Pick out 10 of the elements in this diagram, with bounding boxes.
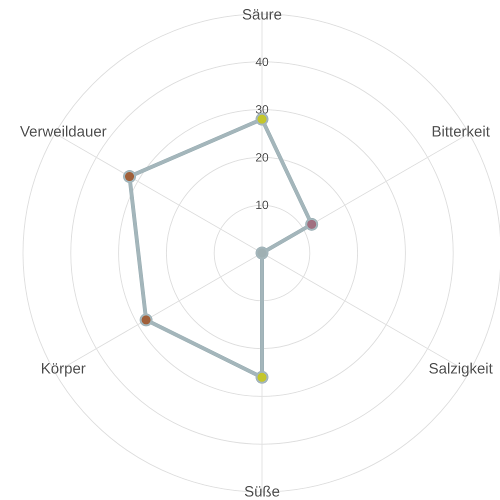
- tick-label: 40: [255, 54, 269, 69]
- axis-label: Körper: [40, 360, 86, 378]
- tick-label: 10: [255, 198, 269, 212]
- axis-label: Säure: [242, 6, 282, 24]
- axis-label: Bitterkeit: [432, 123, 490, 140]
- axis-label: Verweildauer: [20, 123, 107, 140]
- tick-label: 30: [255, 102, 269, 117]
- axis-label: Süße: [244, 483, 280, 500]
- axis-label: Salzigkeit: [428, 360, 493, 378]
- tick-label: 20: [255, 150, 269, 164]
